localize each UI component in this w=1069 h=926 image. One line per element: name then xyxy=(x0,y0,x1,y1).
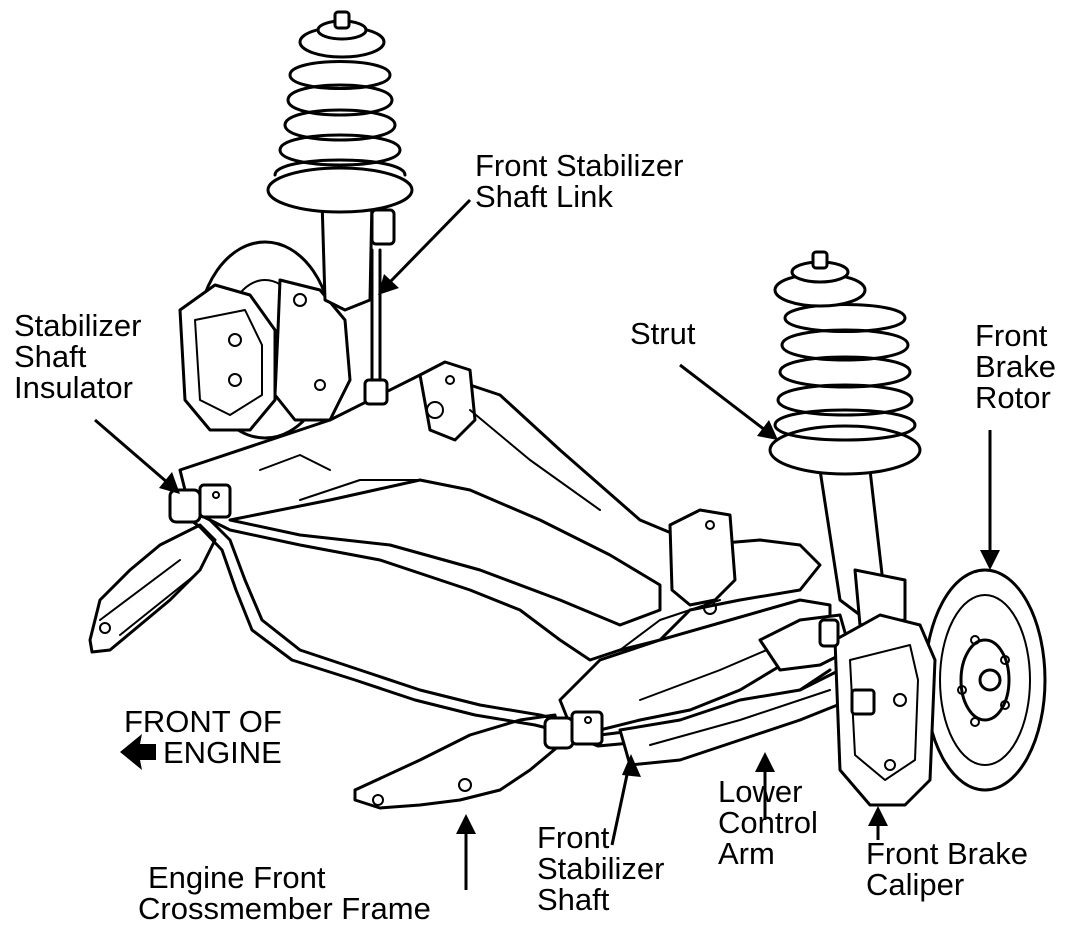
label-front-stabilizer-shaft-link: Front Stabilizer Shaft Link xyxy=(475,150,683,212)
label-line: Front Stabilizer xyxy=(475,148,684,183)
label-line: Arm xyxy=(718,836,775,871)
crossmember-frame xyxy=(88,360,832,810)
label-line: Front xyxy=(975,318,1048,353)
label-stabilizer-shaft-insulator: Stabilizer Shaft Insulator xyxy=(14,310,142,403)
stabilizer-shaft xyxy=(168,483,837,750)
label-line: Shaft Link xyxy=(475,179,613,214)
label-line: Crossmember Frame xyxy=(138,891,431,926)
label-line: Stabilizer xyxy=(537,851,665,886)
label-front-stabilizer-shaft: Front Stabilizer Shaft xyxy=(537,822,665,915)
label-line: ENGINE xyxy=(163,735,282,770)
label-line: Front Brake xyxy=(866,836,1028,871)
label-front-brake-caliper: Front Brake Caliper xyxy=(866,838,1028,900)
right-strut-assembly xyxy=(768,250,1047,807)
label-line: Shaft xyxy=(14,339,87,374)
label-front-brake-rotor: Front Brake Rotor xyxy=(975,320,1056,413)
label-line: Lower xyxy=(718,774,803,809)
label-line: Rotor xyxy=(975,380,1051,415)
leader-lines xyxy=(94,198,1000,890)
label-strut: Strut xyxy=(630,318,695,349)
label-line: Control xyxy=(718,805,818,840)
label-line: FRONT OF xyxy=(123,704,282,739)
label-line: Caliper xyxy=(866,867,965,902)
label-line: Insulator xyxy=(14,370,133,405)
label-engine-front-crossmember-frame: Engine Front Crossmember Frame xyxy=(138,860,431,924)
label-line: Strut xyxy=(630,316,696,351)
left-strut-assembly xyxy=(178,10,414,440)
label-line: Engine Front xyxy=(148,860,326,895)
label-line: Stabilizer xyxy=(14,308,142,343)
label-line: Front xyxy=(537,820,610,855)
front-direction-arrow-icon xyxy=(120,734,156,770)
label-front-of-engine: FRONT OF ENGINE xyxy=(118,706,282,768)
label-line: Shaft xyxy=(537,882,610,917)
label-line: Brake xyxy=(975,349,1056,384)
label-lower-control-arm: Lower Control Arm xyxy=(718,776,818,869)
